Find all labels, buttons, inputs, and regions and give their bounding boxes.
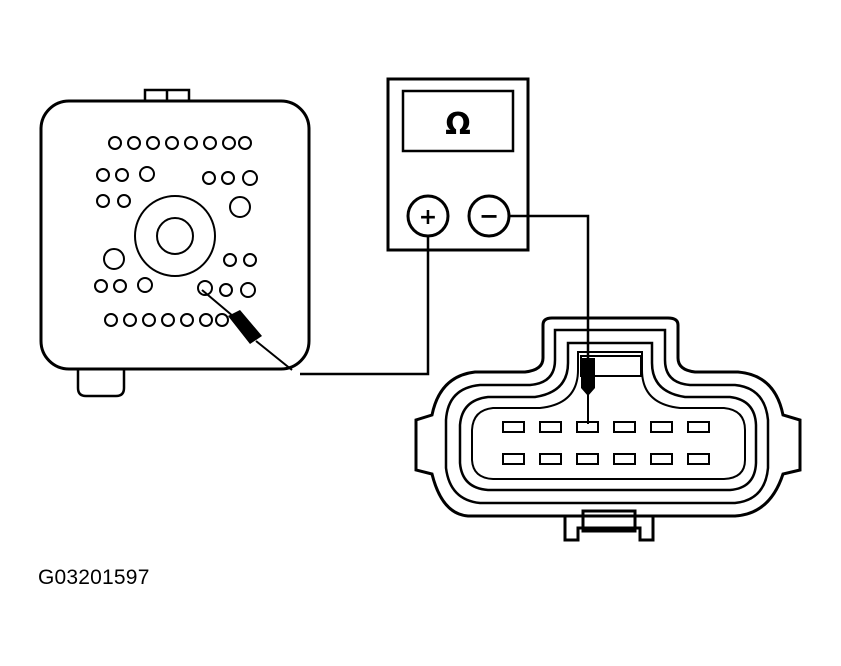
meter-ohm-symbol: Ω — [445, 107, 471, 142]
connector-outer-shell — [414, 316, 802, 518]
module-center-boss-inner — [156, 217, 194, 255]
connector-seal-inner — [458, 341, 758, 492]
module-center-boss-outer — [134, 195, 216, 277]
control-module — [39, 88, 311, 398]
meter-positive-symbol: + — [419, 205, 437, 230]
module-housing — [39, 99, 311, 371]
module-pin-holes — [94, 136, 258, 327]
negative-test-lead — [509, 214, 590, 368]
connector-terminals — [502, 421, 710, 465]
connector-cavity — [471, 351, 746, 480]
meter-display — [401, 89, 515, 153]
module-bottom-tab — [76, 368, 126, 398]
positive-test-lead — [300, 236, 430, 376]
connector-test-probe — [581, 358, 595, 424]
meter-housing — [386, 77, 530, 252]
connector-seal-outer — [444, 328, 770, 505]
meter-negative-symbol: − — [479, 202, 499, 230]
figure-id-label: G03201597 — [38, 566, 150, 589]
module-test-probe — [201, 289, 293, 371]
harness-connector — [414, 316, 802, 542]
ohmmeter: Ω + − — [386, 77, 530, 252]
connector-bottom-latch — [563, 515, 655, 542]
